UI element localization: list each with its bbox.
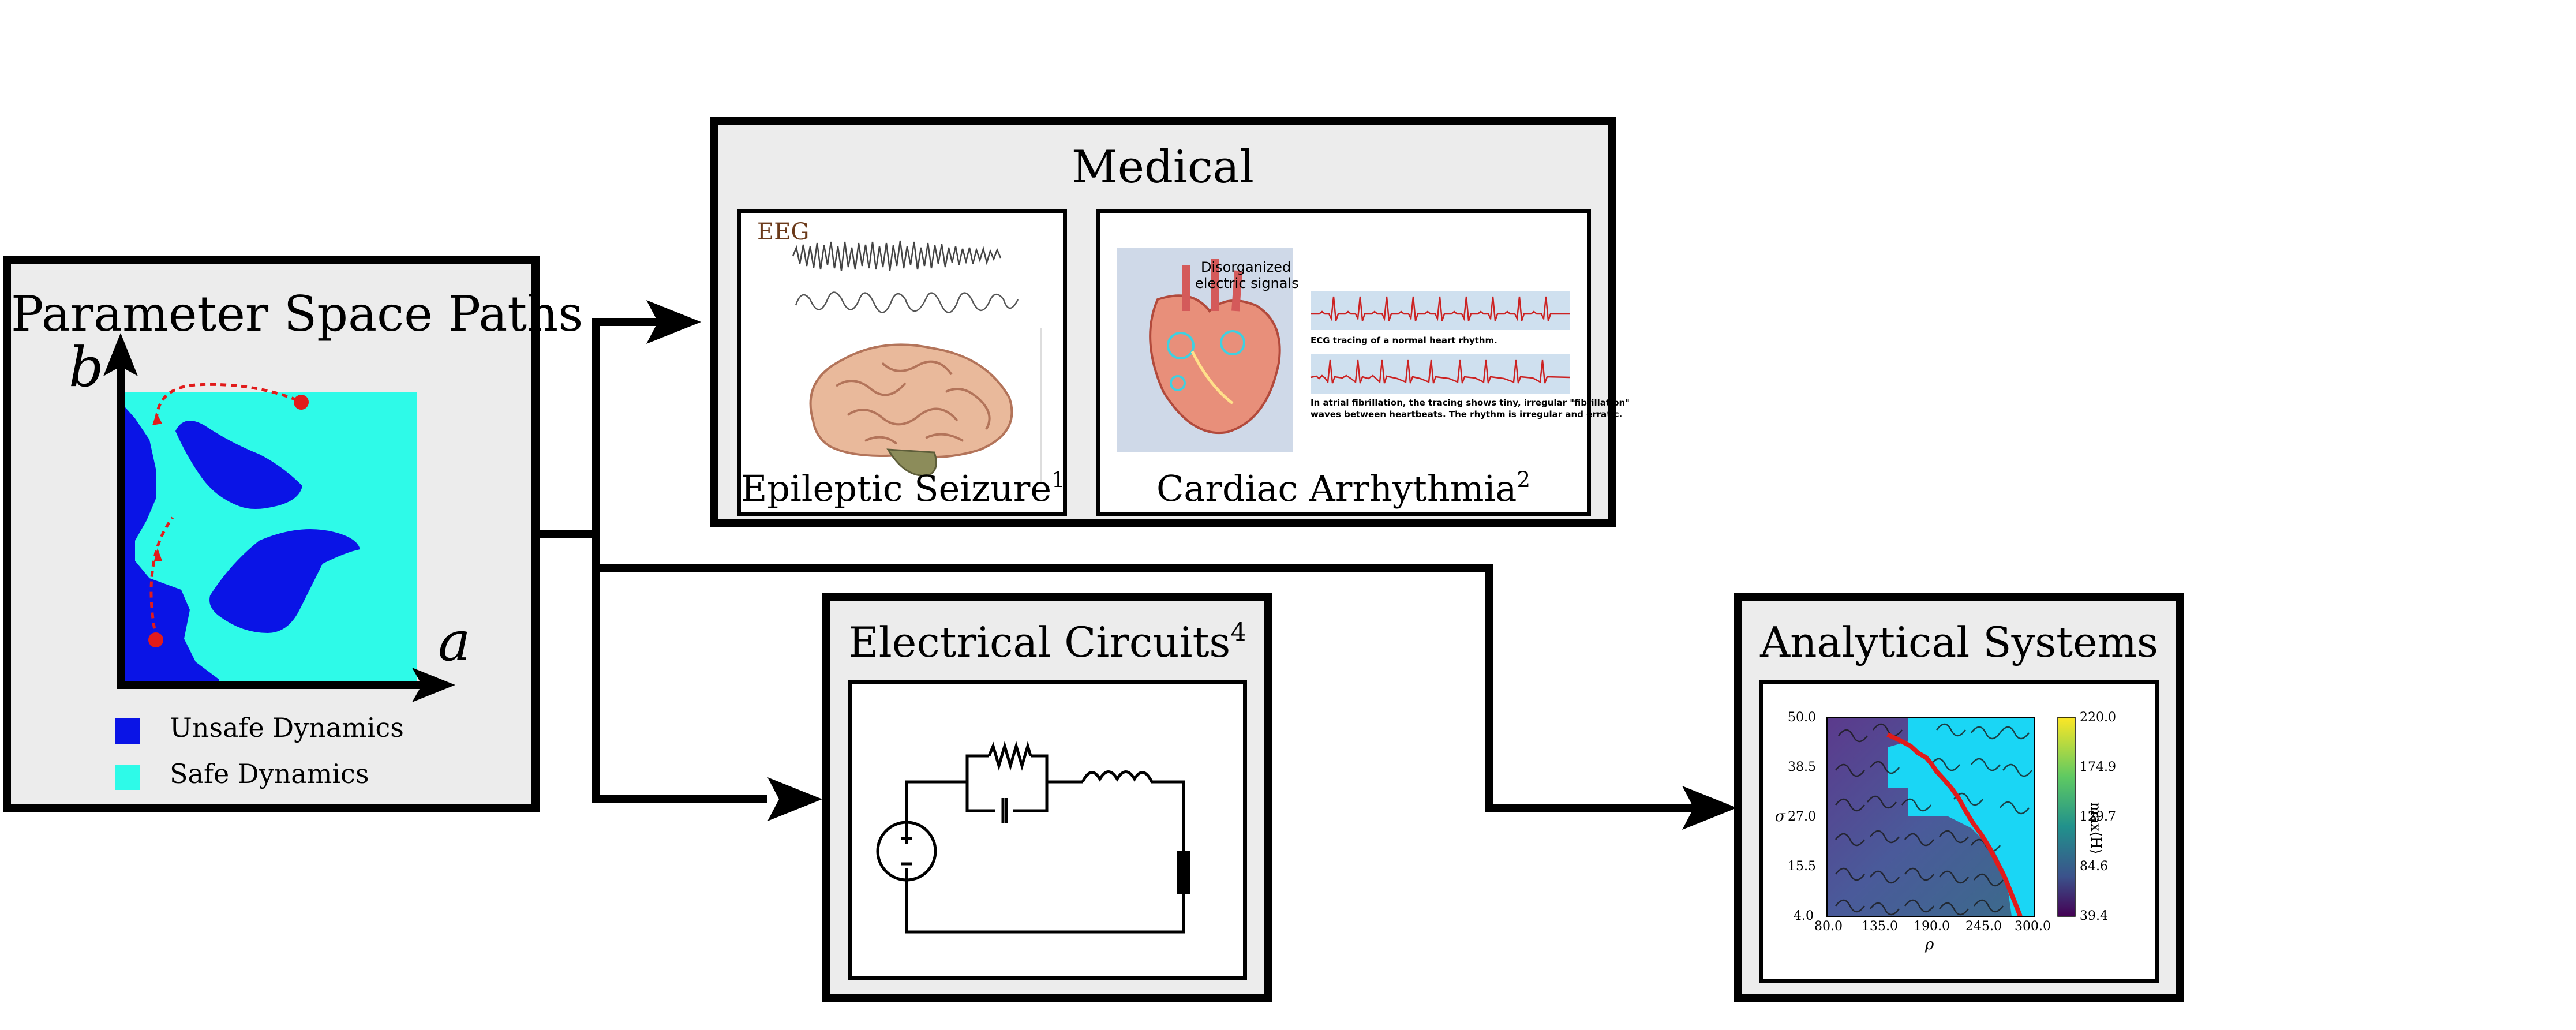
medical-panel: Medical EEG Epileptic Seizure1 [710,117,1630,527]
path-point-upper-end [294,395,309,410]
unsafe-region-left [121,402,219,685]
circuit-wire-left [905,780,1185,934]
legend-safe-swatch [115,765,140,790]
param-space-title: Parameter Space Paths [11,286,583,342]
cardiac-caption: Cardiac Arrhythmia2 [1100,467,1587,510]
path-upper [155,383,300,420]
path-lower [149,516,174,639]
eeg-trace-seizure [792,240,1002,271]
electrical-title-text: Electrical Circuits [848,618,1231,666]
connector-to-analytical [596,564,1697,812]
medical-title: Medical [1071,141,1255,193]
param-space-panel: Parameter Space Paths b a Unsafe Dynamic… [3,256,583,812]
heatmap-path [1886,732,2023,917]
analytical-panel: Analytical Systems [1734,593,2184,1002]
ytick-0: 50.0 [1788,710,1816,725]
unsafe-region-mid [209,529,360,633]
ctick-2: 129.7 [2080,810,2116,824]
legend-unsafe-label: Unsafe Dynamics [170,712,404,743]
epileptic-ref: 1 [1051,467,1065,492]
ecg-normal-caption: ECG tracing of a normal heart rhythm. [1311,335,1497,346]
epileptic-label: Epileptic Seizure [741,467,1052,510]
ytick-2: 27.0 [1788,810,1816,824]
cardiac-card: Disorganized electric signals ECG tracin… [1096,209,1630,516]
heart-label-2: electric signals [1195,275,1299,291]
path-arrowhead-mid [154,548,162,561]
heatmap-plot [1826,717,2076,917]
arrow-to-electrical [767,777,822,821]
ecg-af-strip [1311,354,1570,394]
capacitor [1001,798,1008,823]
electrical-panel: Electrical Circuits4 [822,593,1272,1002]
cardiac-label: Cardiac Arrhythmia [1156,467,1517,510]
legend-unsafe-swatch [115,718,140,744]
xlabel: ρ [1925,936,1934,953]
ctick-4: 39.4 [2080,909,2108,923]
eeg-trace-slow [795,291,1019,313]
circuit-card [848,680,1247,980]
arrow-to-medical [646,300,701,344]
ctick-3: 84.6 [2080,859,2108,874]
voltage-source [876,821,937,882]
axis-y-arrowhead [103,333,138,376]
ctick-0: 220.0 [2080,710,2116,725]
epileptic-card: EEG Epileptic Seizure1 [737,209,1067,516]
ecg-panel [1310,291,1571,394]
arrow-to-analytical [1682,786,1737,830]
connector-main-stem [537,318,669,538]
axis-y-label: b [69,336,104,399]
ytick-1: 38.5 [1788,760,1816,774]
heatmap-border [1826,717,2035,917]
load-element [1177,851,1190,894]
ecg-af-caption-1: In atrial fibrillation, the tracing show… [1311,398,1630,408]
ecg-af-caption-2: waves between heartbeats. The rhythm is … [1311,409,1623,420]
colorbar-label: max⟨H⟩ [2088,802,2104,855]
connector-to-electrical [592,534,767,803]
analytical-plot-card: 50.0 38.5 27.0 15.5 4.0 σ 80.0 135.0 190… [1759,680,2159,983]
ytick-3: 15.5 [1788,859,1816,874]
axis-x-arrowhead [412,668,455,702]
ctick-1: 174.9 [2080,760,2116,774]
ytick-4: 4.0 [1794,909,1814,923]
eeg-label: EEG [757,219,810,245]
legend-safe-label: Safe Dynamics [170,758,369,789]
electrical-ref: 4 [1230,618,1246,647]
voltage-plus [901,833,912,844]
xtick-4: 300.0 [2015,919,2051,934]
analytical-title: Analytical Systems [1760,618,2158,666]
xtick-3: 245.0 [1965,919,2002,934]
ecg-af-trace [1310,359,1571,384]
circuit-schematic [876,741,1190,934]
circuit-parallel [965,754,1083,812]
path-point-lower-start [148,632,163,647]
xtick-1: 135.0 [1862,919,1898,934]
inductor [1081,770,1175,784]
path-arrowhead-upper [152,413,162,425]
xtick-0: 80.0 [1814,919,1843,934]
colorbar [2057,717,2076,917]
epileptic-caption: Epileptic Seizure1 [741,467,1065,510]
param-space-plot [103,333,455,790]
cardiac-ref: 2 [1517,467,1531,492]
heart-illustration [1117,248,1293,452]
axis-x-label: a [438,610,471,673]
resistor [987,741,1032,771]
brain-illustration [809,343,1013,477]
heart-label-1: Disorganized [1201,259,1291,275]
ecg-normal-trace [1311,296,1570,321]
xtick-2: 190.0 [1914,919,1950,934]
electrical-title: Electrical Circuits4 [830,618,1264,666]
eeg-traces [792,240,1042,484]
unsafe-region-top [175,421,302,509]
ylabel: σ [1775,808,1785,825]
